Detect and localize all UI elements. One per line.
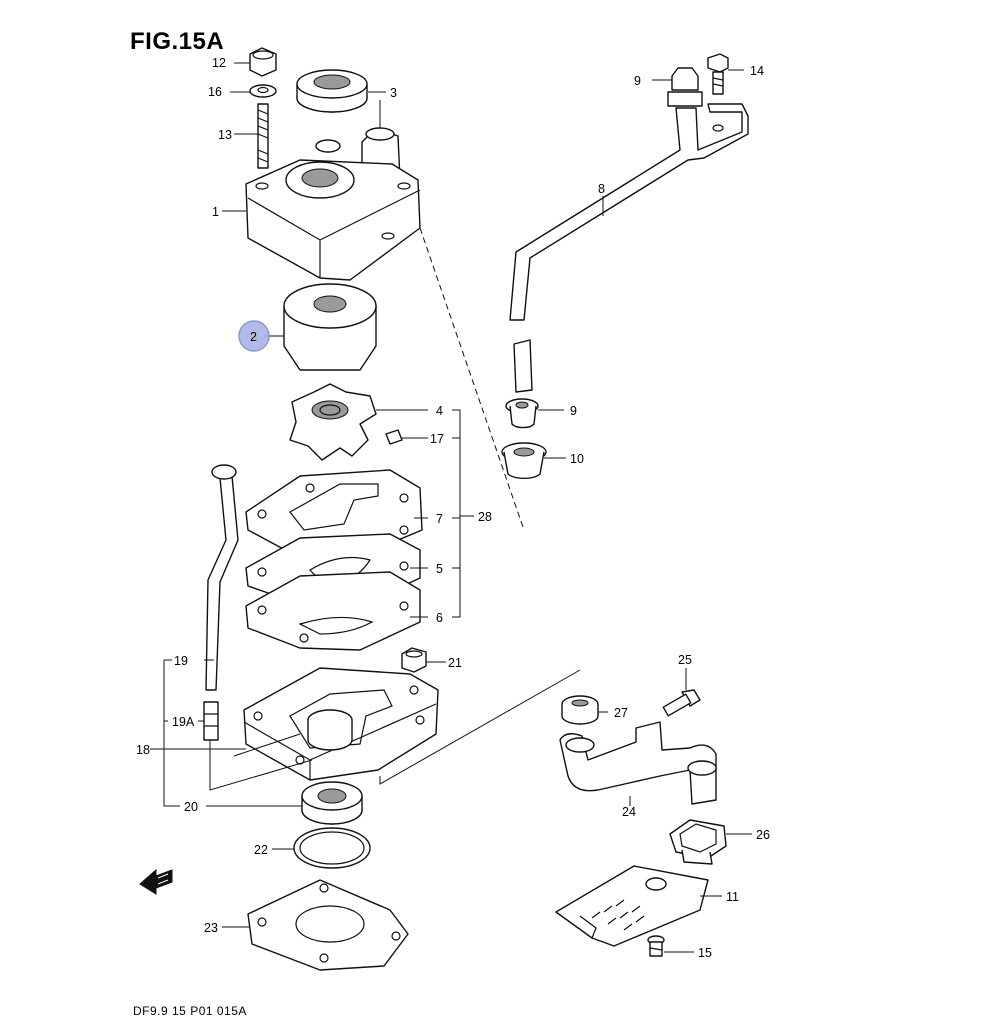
- callout-10: 10: [570, 452, 584, 466]
- part-4-impeller[interactable]: [289, 383, 377, 461]
- part-9-nipple-top[interactable]: [667, 67, 703, 107]
- callout-11: 11: [726, 890, 739, 904]
- part-19a-tube-joint[interactable]: [203, 701, 219, 741]
- part-24-hose[interactable]: [559, 721, 717, 805]
- diagram-code: DF9.9 15 P01 015A: [133, 1004, 247, 1018]
- callout-4: 4: [436, 404, 443, 418]
- part-10-grommet[interactable]: [501, 442, 547, 480]
- part-9-grommet[interactable]: [505, 398, 539, 429]
- callout-3: 3: [390, 86, 397, 100]
- callout-13: 13: [218, 128, 232, 142]
- part-12-nut[interactable]: [249, 47, 277, 77]
- part-16-washer[interactable]: [249, 84, 277, 98]
- highlight-marker[interactable]: [238, 320, 270, 352]
- figure-title: FIG.15A: [130, 28, 225, 55]
- callout-14: 14: [750, 64, 764, 78]
- leader-lines: [150, 62, 752, 953]
- callout-27: 27: [614, 706, 628, 720]
- callout-12: 12: [212, 56, 226, 70]
- part-18-pump-housing[interactable]: [243, 667, 439, 781]
- guide-lines: [209, 227, 581, 791]
- callout-23: 23: [204, 921, 218, 935]
- part-13-stud[interactable]: [257, 103, 269, 169]
- callout-18: 18: [136, 743, 150, 757]
- callout-19a: 19A: [172, 715, 195, 729]
- callout-labels: 12 16 13 3 1 2 4 17 7 28 5 6 21 19 19A 1…: [136, 56, 770, 960]
- part-2-liner[interactable]: [283, 283, 377, 371]
- callout-9-top: 9: [634, 74, 641, 88]
- part-20-oil-seal[interactable]: [301, 781, 363, 825]
- part-26-plug[interactable]: [669, 819, 727, 865]
- callout-9-lower: 9: [570, 404, 577, 418]
- part-22-o-ring[interactable]: [293, 827, 371, 869]
- callout-8: 8: [598, 182, 605, 196]
- callout-17: 17: [430, 432, 444, 446]
- callout-15: 15: [698, 946, 712, 960]
- callout-21: 21: [448, 656, 462, 670]
- part-17-key[interactable]: [385, 429, 403, 445]
- callout-19: 19: [174, 654, 188, 668]
- callout-5: 5: [436, 562, 443, 576]
- callout-20: 20: [184, 800, 198, 814]
- callout-24: 24: [622, 805, 636, 819]
- callout-28: 28: [478, 510, 492, 524]
- part-23-gasket[interactable]: [247, 879, 409, 971]
- part-19-water-tube[interactable]: [205, 464, 239, 691]
- fwd-arrow-icon: [139, 868, 173, 895]
- callout-26: 26: [756, 828, 770, 842]
- callout-22: 22: [254, 843, 268, 857]
- part-8-water-pipe[interactable]: [509, 103, 749, 393]
- callout-25: 25: [678, 653, 692, 667]
- part-11-plate[interactable]: [555, 865, 709, 947]
- callout-7: 7: [436, 512, 443, 526]
- part-1-pump-case[interactable]: [245, 139, 421, 281]
- callout-1: 1: [212, 205, 219, 219]
- part-6-gasket[interactable]: [245, 571, 421, 651]
- part-15-screw[interactable]: [647, 935, 665, 957]
- part-21-nut[interactable]: [401, 647, 427, 673]
- part-27-grommet[interactable]: [561, 695, 599, 725]
- part-25-bolt[interactable]: [662, 689, 701, 717]
- callout-2: 2: [250, 330, 257, 344]
- callout-16: 16: [208, 85, 222, 99]
- callout-6: 6: [436, 611, 443, 625]
- part-3-seal[interactable]: [296, 69, 368, 113]
- part-14-bolt[interactable]: [707, 53, 729, 95]
